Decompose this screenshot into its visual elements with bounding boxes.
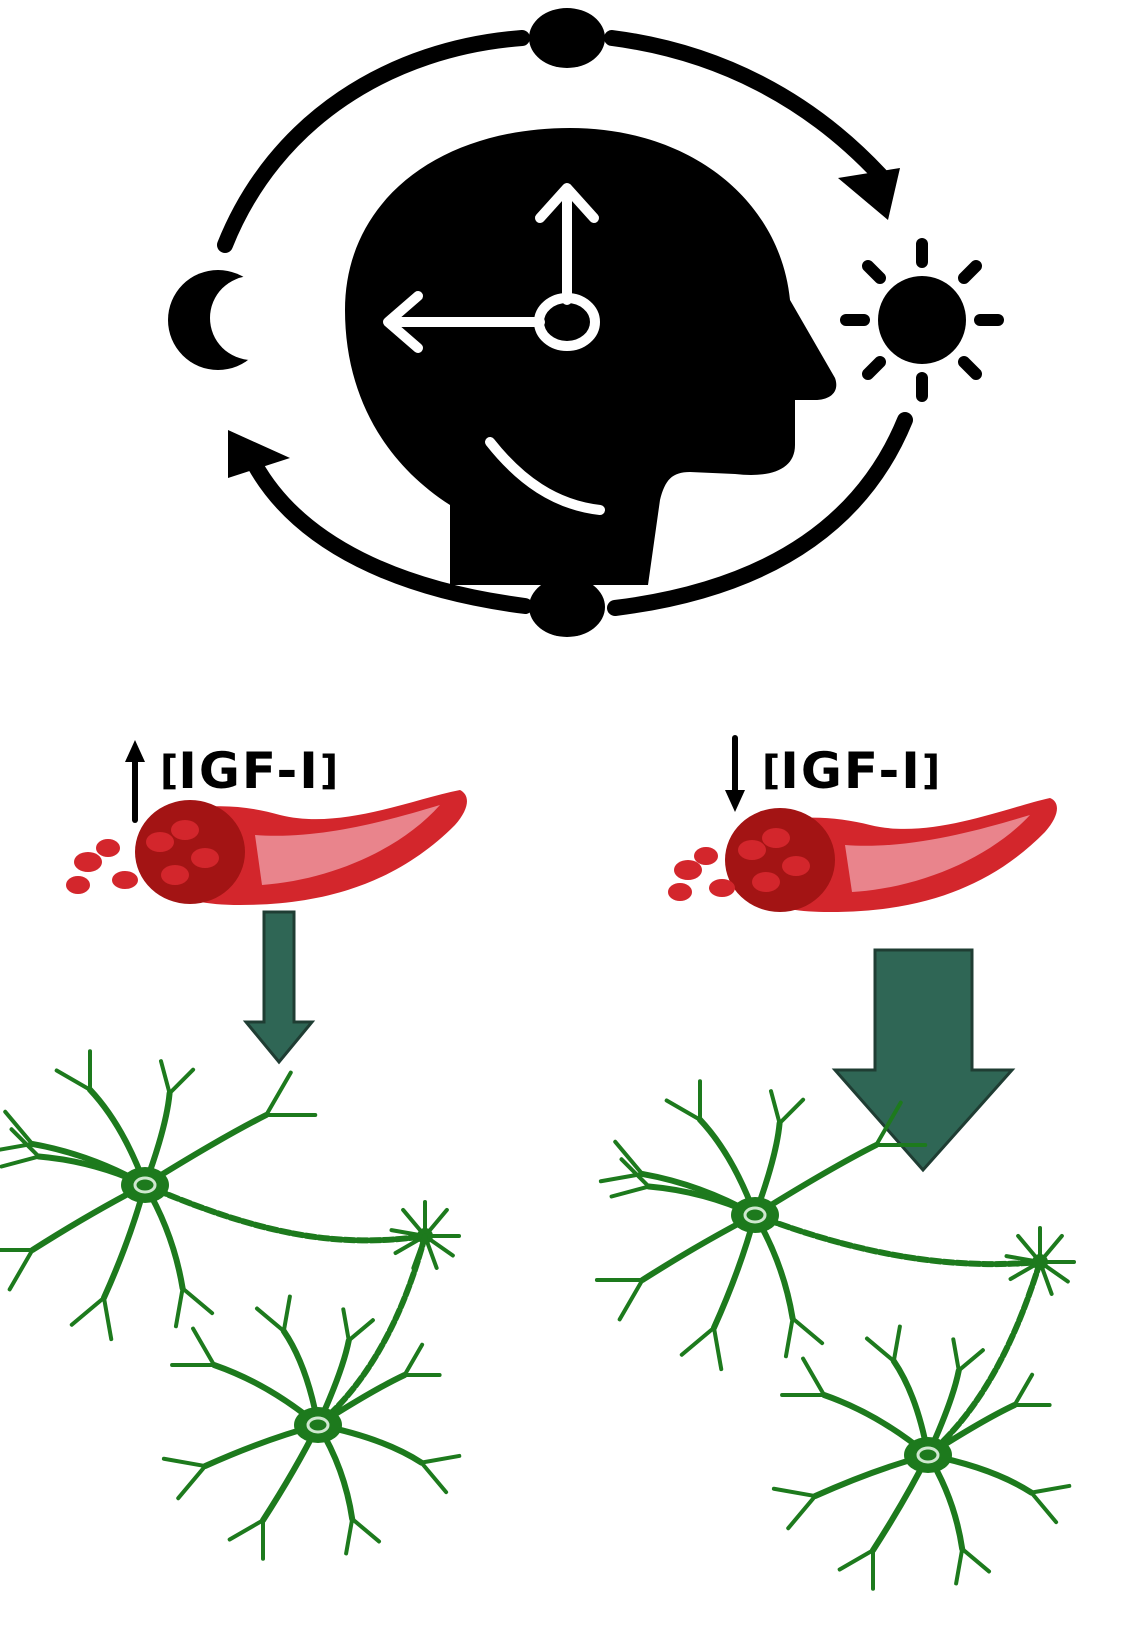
nucleus — [916, 1446, 940, 1464]
dendrite-branch — [161, 1456, 208, 1469]
dendrite-branch — [956, 1348, 985, 1373]
dendrite-branch — [344, 1516, 355, 1556]
cycle-dot-top — [529, 8, 605, 68]
dendrite-branch — [173, 1286, 185, 1329]
dendrite-branch — [777, 1097, 806, 1126]
soma — [904, 1437, 952, 1473]
neuron-left-upper — [0, 1049, 318, 1342]
flow-arrow-small — [242, 910, 316, 1065]
dendrite-branch — [960, 1546, 992, 1574]
dendrite-branch — [801, 1356, 827, 1397]
nucleus — [306, 1416, 330, 1434]
dendrite-branch — [180, 1286, 215, 1316]
cycle-arc-top-left — [217, 30, 530, 253]
dendrite-branch — [191, 1326, 217, 1367]
arrow-down-icon — [725, 735, 745, 812]
blood-vessel-left — [66, 790, 467, 905]
head-clock-icon — [345, 128, 837, 585]
arrowhead-counterclockwise-icon — [228, 430, 290, 478]
dendrite-branch — [419, 1453, 462, 1465]
dendrite-branch — [771, 1486, 818, 1499]
soma — [731, 1197, 779, 1233]
dendrite-branch — [617, 1278, 645, 1322]
dendrite-branch — [341, 1307, 351, 1343]
dendrite-branch — [419, 1460, 449, 1495]
neuron-right-upper — [594, 1079, 928, 1372]
dendrite-branch — [158, 1059, 172, 1096]
dendrite-branch — [613, 1139, 645, 1176]
flow-arrow-large — [831, 948, 1016, 1173]
dendrite-branch — [346, 1318, 375, 1343]
nucleus — [743, 1206, 767, 1224]
dendrite-branch — [664, 1098, 702, 1122]
dendrite-branch — [711, 1325, 724, 1372]
soma — [121, 1167, 169, 1203]
dendrite-branch — [1029, 1483, 1072, 1495]
dendrite-branch — [176, 1464, 208, 1501]
axon-right-lower — [925, 1259, 1043, 1458]
dendrite-branch — [402, 1342, 425, 1377]
axon-left-lower — [315, 1233, 428, 1428]
dendrite-branch — [3, 1109, 35, 1146]
cycle-arc-top-right — [604, 30, 888, 183]
blood-vessel-right — [668, 798, 1057, 912]
cycle-arc-bottom-right — [607, 412, 913, 616]
dendrite-branch — [54, 1068, 92, 1092]
dendrite-branch — [951, 1337, 961, 1373]
neurons — [0, 1049, 1076, 1591]
dendrite-branch — [864, 1336, 896, 1364]
dendrite-branch — [768, 1089, 782, 1126]
dendrite-branch — [679, 1325, 716, 1357]
dendrite-branch — [254, 1306, 286, 1334]
nucleus — [133, 1176, 157, 1194]
cycle-dot-bottom — [529, 577, 605, 637]
igf-label-right: [ IGF-I ] — [762, 746, 940, 796]
dendrite-branch — [69, 1295, 106, 1327]
dendrite-branch — [1029, 1490, 1059, 1525]
dendrite-branch — [609, 1184, 651, 1199]
dendrite-branch — [786, 1494, 818, 1531]
igf-label-left: [ IGF-I ] — [160, 746, 338, 796]
arrow-up-icon — [125, 740, 145, 823]
dendrite-branch — [350, 1516, 382, 1544]
soma — [294, 1407, 342, 1443]
dendrite-branch — [874, 1100, 903, 1147]
dendrite-branch — [619, 1157, 651, 1189]
circadian-cycle — [217, 30, 913, 616]
neuron-left-lower — [161, 1294, 462, 1561]
dendrite-branch — [0, 1154, 41, 1169]
dendrite-branch — [790, 1316, 825, 1346]
dendrite-branch — [167, 1067, 196, 1096]
bracket-open: [ — [160, 748, 179, 794]
axon-right-upper — [752, 1212, 1043, 1268]
dendrite-branch — [264, 1070, 293, 1117]
neuron-right-lower — [771, 1324, 1072, 1591]
cycle-arc-bottom-left — [247, 457, 533, 614]
dendrite-branch — [9, 1127, 41, 1159]
moon-icon — [168, 270, 294, 370]
sun-icon — [840, 238, 1004, 402]
clock-hands — [383, 183, 605, 515]
dendrite-branch — [954, 1546, 965, 1586]
igf-text-right: IGF-I — [780, 742, 922, 800]
bracket-close: ] — [921, 748, 941, 794]
dendrite-branch — [101, 1295, 114, 1342]
bracket-open: [ — [762, 748, 781, 794]
arrowhead-clockwise-icon — [838, 168, 900, 220]
dendrite-branch — [837, 1548, 875, 1572]
igf-text-left: IGF-I — [178, 742, 320, 800]
bracket-close: ] — [319, 748, 339, 794]
dendrite-branch — [227, 1518, 265, 1542]
dendrite-branch — [1012, 1372, 1035, 1407]
axon-left-upper — [142, 1182, 428, 1244]
dendrite-branch — [281, 1294, 292, 1334]
dendrite-branch — [783, 1316, 795, 1359]
dendrite-branch — [7, 1248, 35, 1292]
dendrite-branch — [891, 1324, 902, 1364]
